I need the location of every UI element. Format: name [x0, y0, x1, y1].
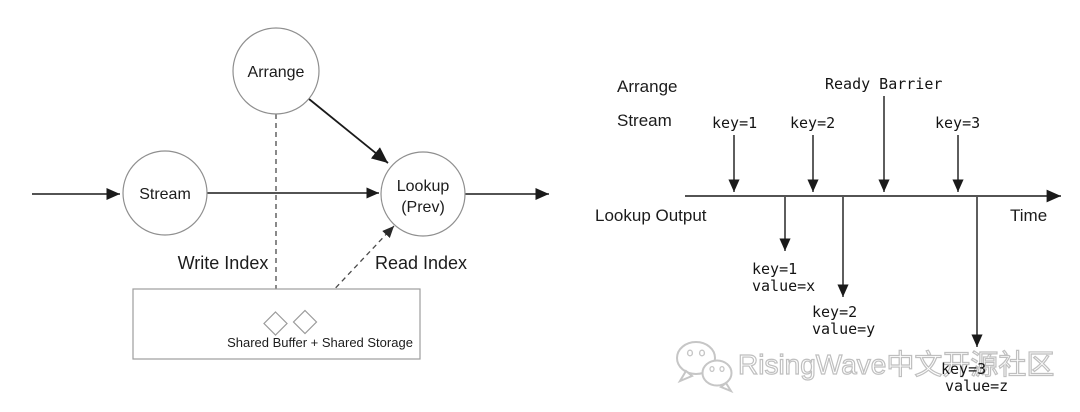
lookup-output-label: Lookup Output — [595, 206, 707, 225]
watermark: RisingWave中文开源社区 — [676, 341, 1055, 394]
event-key1-label: key=1 — [712, 114, 757, 132]
event-key3-label: key=3 — [935, 114, 980, 132]
output-key2-value: value=y — [812, 320, 875, 338]
output-key3-value: value=z — [945, 377, 1008, 395]
arrange-node-label: Arrange — [248, 64, 305, 81]
stream-node-label: Stream — [139, 186, 191, 203]
ready-barrier-label: Ready Barrier — [825, 75, 942, 93]
event-key2-label: key=2 — [790, 114, 835, 132]
arrange-row-label: Arrange — [617, 77, 677, 96]
buffer-diamond-1 — [263, 311, 288, 336]
stream-row-label: Stream — [617, 111, 672, 130]
output-key1-key: key=1 — [752, 260, 797, 278]
lookup-node-label-line1: Lookup — [397, 178, 450, 195]
lookup-node-label-line2: (Prev) — [401, 199, 445, 216]
read-index-label: Read Index — [375, 253, 467, 273]
wechat-icon — [676, 341, 734, 394]
output-key2-key: key=2 — [812, 303, 857, 321]
output-key1-value: value=x — [752, 277, 815, 295]
left-flow-diagram: Arrange Stream Lookup (Prev) Write Index… — [32, 27, 549, 360]
stream-node — [122, 150, 208, 236]
write-index-label: Write Index — [178, 253, 269, 273]
output-key3-key: key=3 — [941, 360, 986, 378]
arrange-node — [232, 27, 320, 115]
shared-storage-label: Shared Buffer + Shared Storage — [227, 335, 413, 350]
lookup-node — [380, 151, 466, 237]
watermark-text: RisingWave中文开源社区 — [738, 349, 1054, 380]
buffer-diamond-2 — [292, 309, 318, 335]
time-axis-label: Time — [1010, 206, 1047, 225]
right-timeline-diagram: Arrange Stream Ready Barrier key=1 key=2… — [595, 75, 1061, 395]
arrange-to-lookup-arrow — [308, 98, 389, 164]
